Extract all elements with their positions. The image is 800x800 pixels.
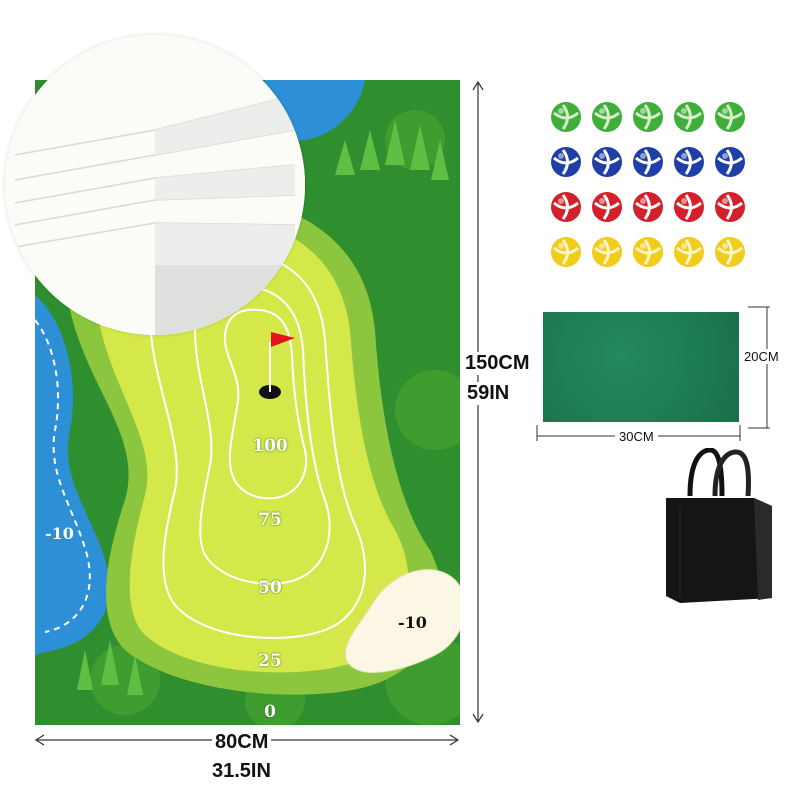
velcro-ball	[551, 237, 581, 267]
pad-height-label: 20CM	[743, 349, 780, 364]
velcro-ball	[715, 237, 745, 267]
velcro-ball	[674, 192, 704, 222]
target-pad	[543, 312, 739, 422]
score-label-50: 50	[258, 578, 282, 598]
foam-layers-inset	[5, 35, 305, 335]
ball-grid	[548, 100, 758, 300]
velcro-ball	[633, 192, 663, 222]
mat-width-in-label: 31.5IN	[212, 760, 271, 782]
tree-row-bottom	[77, 640, 143, 695]
velcro-ball	[674, 147, 704, 177]
score-label-75: 75	[258, 510, 282, 530]
velcro-ball	[633, 147, 663, 177]
mat-height-cm-label: 150CM	[463, 352, 532, 375]
velcro-ball	[715, 102, 745, 132]
pad-width-label: 30CM	[615, 429, 658, 444]
velcro-ball	[674, 102, 704, 132]
velcro-ball	[551, 192, 581, 222]
velcro-ball	[592, 102, 622, 132]
mat-height-in-label: 59IN	[465, 382, 512, 405]
mat-width-cm-label: 80CM	[212, 731, 272, 754]
balls-svg	[551, 102, 745, 267]
velcro-ball	[715, 192, 745, 222]
velcro-ball	[674, 237, 704, 267]
water-hazard	[35, 295, 110, 655]
velcro-ball	[633, 102, 663, 132]
velcro-ball	[551, 147, 581, 177]
score-label-100: 100	[252, 436, 288, 456]
velcro-ball	[633, 237, 663, 267]
score-label-25: 25	[258, 651, 282, 671]
foam-layers-image	[5, 35, 305, 335]
tree-row-top	[335, 120, 449, 180]
sand-bunker	[344, 569, 460, 673]
velcro-ball	[715, 147, 745, 177]
sand-penalty-label: -10	[398, 613, 427, 632]
velcro-ball	[592, 192, 622, 222]
velcro-ball	[592, 237, 622, 267]
flag	[271, 332, 295, 347]
velcro-ball	[551, 102, 581, 132]
velcro-ball	[592, 147, 622, 177]
score-label-0: 0	[264, 702, 276, 722]
tote-bag	[660, 447, 772, 603]
water-penalty-label: -10	[45, 524, 74, 543]
tote-bag-image	[666, 447, 772, 603]
